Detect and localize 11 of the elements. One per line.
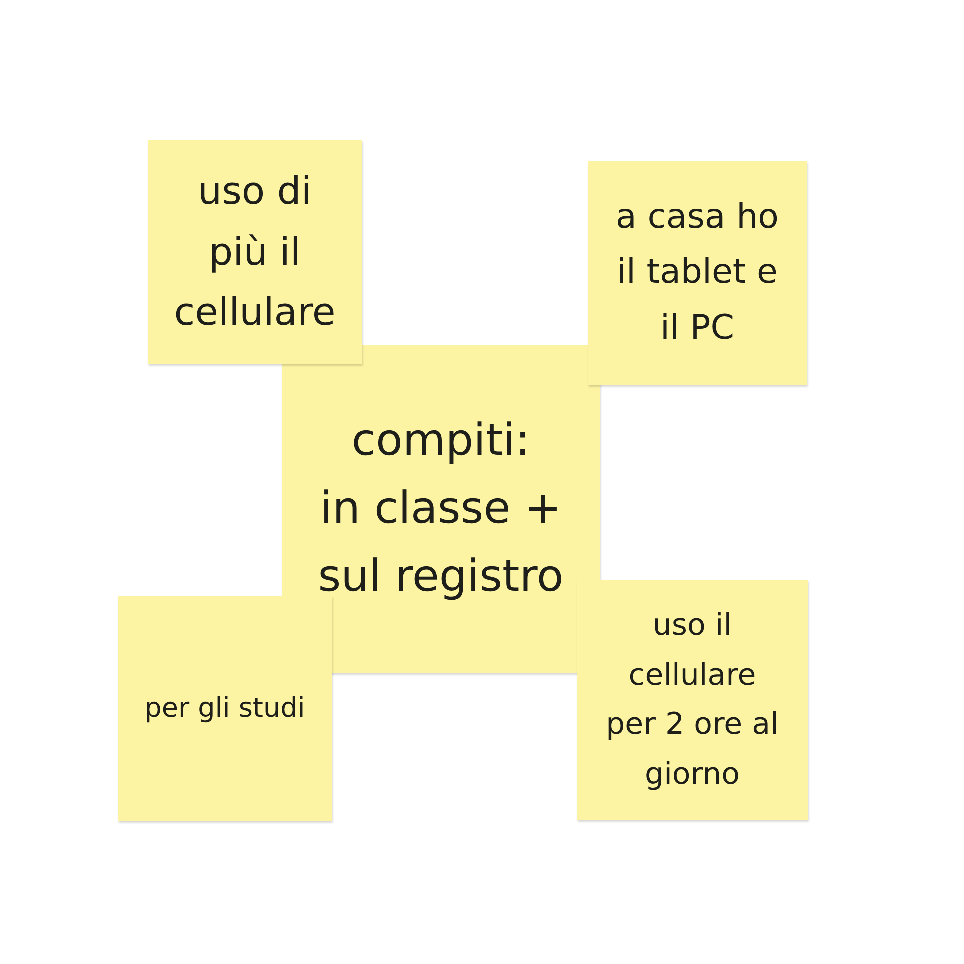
sticky-note (148, 140, 362, 364)
note-text: compiti: (352, 414, 530, 468)
note-text: a casa ho il tablet e il PC (615, 196, 780, 350)
sticky-note (588, 161, 807, 385)
note-text: uso di più il cellulare (173, 168, 337, 336)
sticky-note (118, 596, 332, 821)
note-text: uso il cellulare per 2 ore al giorno (605, 607, 780, 794)
note-text: in classe + sul registro (317, 482, 565, 604)
note-text: per gli studi (144, 692, 306, 726)
sticky-note (282, 345, 600, 673)
sticky-note (577, 580, 808, 820)
